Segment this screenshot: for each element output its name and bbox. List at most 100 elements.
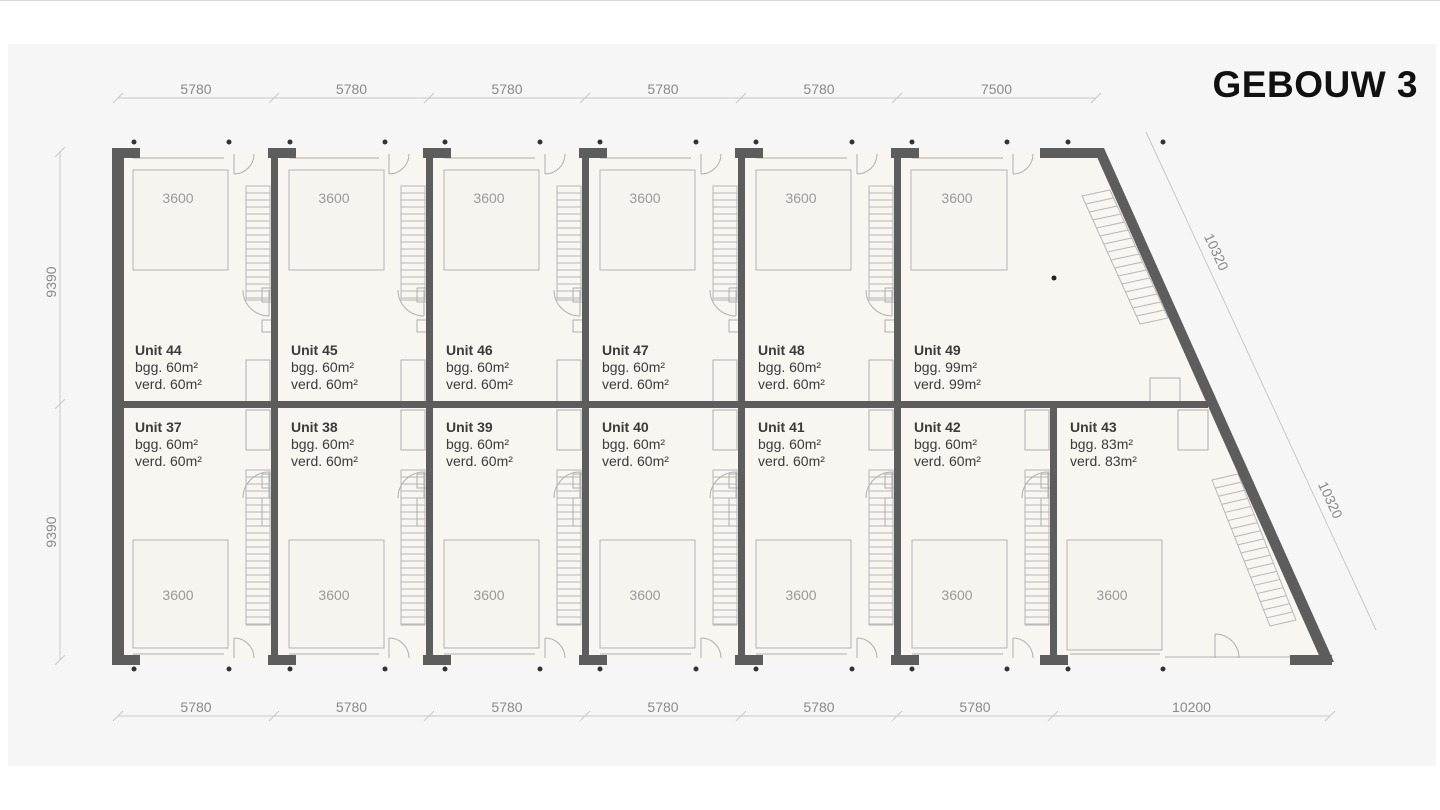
facade-marker (1160, 139, 1166, 145)
stair-outline (556, 185, 582, 301)
top-wall-corner (1040, 148, 1102, 158)
kitchen-counter (712, 409, 738, 451)
unit-bgg-area: bgg. 60m² (602, 359, 665, 375)
dimension-tick (1047, 710, 1059, 722)
stair-step (1221, 497, 1248, 505)
party-wall (1050, 404, 1057, 660)
bottom-dimension-label: 5780 (180, 699, 211, 715)
entry-door-arc (544, 153, 566, 175)
facade-marker (131, 666, 137, 672)
unit-bgg-area: bgg. 60m² (602, 436, 665, 452)
facade-marker (287, 666, 293, 672)
door-swing (700, 153, 722, 175)
top-dimension-label: 5780 (491, 81, 522, 97)
entry-door-arc (700, 153, 722, 175)
unit-bgg-area: bgg. 60m² (914, 436, 977, 452)
facade-marker (226, 666, 232, 672)
facade-marker (597, 139, 603, 145)
dimension-tick (54, 654, 66, 666)
unit-bgg-area: bgg. 60m² (446, 436, 509, 452)
bottom-dimension-label: 5780 (336, 699, 367, 715)
stairs (245, 185, 271, 301)
unit-verd-area: verd. 60m² (446, 453, 513, 469)
bottom-dimension-label: 5780 (647, 699, 678, 715)
unit-verd-area: verd. 60m² (758, 453, 825, 469)
stair-outline (1081, 189, 1169, 325)
door-arc (397, 471, 425, 499)
facade-marker (537, 139, 543, 145)
stair-step (1218, 489, 1245, 497)
slant-dimension-label: 10320 (1315, 479, 1346, 521)
bottom-wall-corner (1290, 655, 1332, 665)
door-swing (865, 471, 893, 499)
facade-marker (131, 139, 137, 145)
bed-outline (599, 539, 696, 649)
stairs (712, 185, 738, 301)
stairs (868, 185, 894, 301)
facade-marker (382, 139, 388, 145)
kitchen-counter (245, 409, 271, 451)
unit-verd-area: verd. 60m² (758, 376, 825, 392)
room-width-label: 3600 (162, 190, 193, 206)
dimension-tick (735, 92, 747, 104)
stairs (245, 469, 271, 626)
unit-bgg-area: bgg. 60m² (135, 359, 198, 375)
stair-step (1103, 237, 1132, 245)
room-width-label: 3600 (941, 587, 972, 603)
dimension-tick (1090, 92, 1102, 104)
facade-marker (909, 139, 915, 145)
stair-outline (245, 185, 271, 301)
door-arc (553, 289, 581, 317)
stairs (712, 469, 738, 626)
bed-outline (288, 169, 385, 271)
slanted-stairs (1081, 189, 1169, 325)
door-swing (553, 471, 581, 499)
dimension-tick (891, 92, 903, 104)
dimension-tick (423, 92, 435, 104)
dimension-tick (579, 710, 591, 722)
bed-outline (755, 169, 852, 271)
door-swing (544, 153, 566, 175)
door-swing (700, 637, 722, 659)
unit-name: Unit 49 (914, 342, 961, 358)
stair-step (1256, 587, 1284, 595)
room-width-label: 3600 (941, 190, 972, 206)
unit-bgg-area: bgg. 99m² (914, 359, 977, 375)
stair-outline (868, 185, 894, 301)
slanted-stairs (1211, 473, 1297, 627)
stair-step (1096, 221, 1125, 229)
door-arc (865, 471, 893, 499)
unit-verd-area: verd. 60m² (291, 376, 358, 392)
door-arc (709, 289, 737, 317)
door-swing (397, 471, 425, 499)
unit-name: Unit 47 (602, 342, 649, 358)
door-swing (544, 637, 566, 659)
facade-marker (909, 666, 915, 672)
facade-marker (1160, 666, 1166, 672)
unit-name: Unit 40 (602, 419, 649, 435)
top-wall-pier (735, 148, 763, 158)
unit-name: Unit 48 (758, 342, 805, 358)
bed-outline (288, 539, 385, 649)
door-swing (709, 289, 737, 317)
unit-verd-area: verd. 60m² (602, 376, 669, 392)
facade-marker (753, 666, 759, 672)
dimension-tick (54, 398, 66, 410)
bottom-wall-pier (423, 655, 451, 665)
bottom-dimension-label: 5780 (959, 699, 990, 715)
stairs (400, 185, 426, 301)
stair-step (1132, 301, 1161, 309)
kitchen-counter (1024, 409, 1050, 451)
dimension-tick (112, 92, 124, 104)
column-dot (1051, 275, 1057, 281)
facade-marker (537, 666, 543, 672)
unit-name: Unit 38 (291, 419, 338, 435)
door-swing (865, 289, 893, 317)
door-arc (1021, 471, 1049, 499)
unit-bgg-area: bgg. 60m² (446, 359, 509, 375)
unit-name: Unit 39 (446, 419, 493, 435)
dimension-tick (891, 710, 903, 722)
room-details (132, 153, 1297, 659)
bottom-wall-pier (579, 655, 607, 665)
